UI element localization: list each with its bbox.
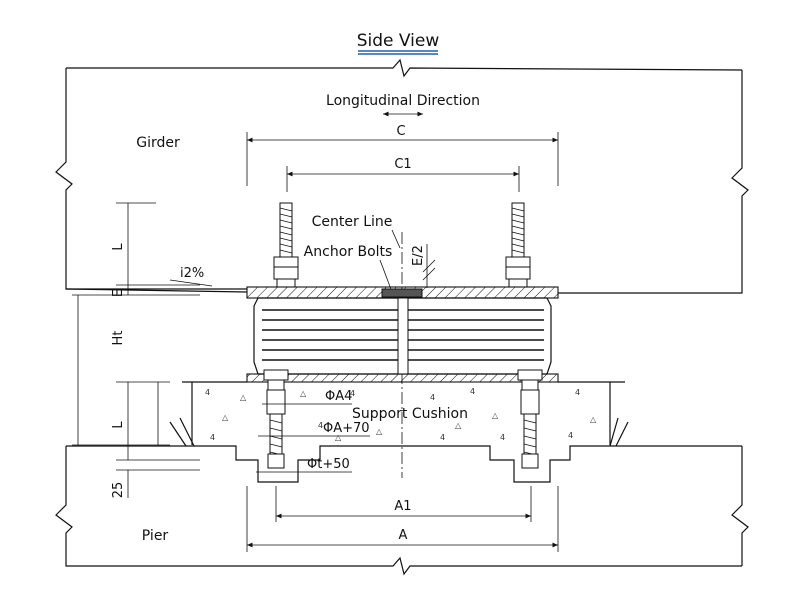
- girder-label: Girder: [136, 135, 180, 151]
- dim-e-half-label: E/2: [411, 245, 426, 266]
- dim-l-bottom-label: L: [111, 421, 126, 429]
- girder-outline: [55, 58, 749, 294]
- support-cushion: [169, 381, 629, 447]
- dim-phi-t50-label: Φt+50: [307, 457, 350, 472]
- svg-text:4: 4: [568, 431, 573, 440]
- left-dimension-lines: [72, 202, 200, 498]
- svg-text:△: △: [590, 415, 597, 424]
- svg-text:△: △: [492, 411, 499, 420]
- dim-c-label: C: [396, 124, 405, 139]
- svg-text:4: 4: [440, 433, 445, 442]
- dim-a1-label: A1: [394, 499, 411, 514]
- svg-text:△: △: [240, 393, 247, 402]
- svg-text:4: 4: [210, 433, 215, 442]
- concrete-aggregate-marks: 4 △ 4 △ 4 4 △ 4 △ 4 △ 4 △ 4 △ 4 4 △: [205, 387, 597, 442]
- top-right-anchor-bolt: [505, 202, 531, 288]
- dim-e-label: E: [111, 289, 126, 297]
- diagram-title: Side View: [357, 31, 440, 51]
- svg-text:4: 4: [430, 393, 435, 402]
- svg-text:4: 4: [500, 433, 505, 442]
- svg-text:4: 4: [318, 421, 323, 430]
- svg-text:4: 4: [350, 389, 355, 398]
- svg-text:△: △: [455, 421, 462, 430]
- dim-phi-a4-label: ΦA4: [325, 389, 352, 404]
- bottom-right-anchor-bolt: [517, 369, 543, 469]
- dimension-a1: [275, 486, 532, 522]
- dim-25-label: 25: [111, 482, 126, 499]
- top-left-anchor-bolt: [273, 202, 299, 288]
- dim-a-label: A: [399, 528, 408, 543]
- slope-label: i2%: [180, 266, 204, 281]
- svg-text:4: 4: [205, 388, 210, 397]
- center-pin: [397, 297, 409, 375]
- svg-text:△: △: [376, 427, 383, 436]
- longitudinal-direction-label: Longitudinal Direction: [326, 93, 480, 109]
- bottom-left-anchor-bolt: [263, 369, 289, 469]
- center-line-label: Center Line: [312, 214, 393, 230]
- svg-text:4: 4: [575, 388, 580, 397]
- anchor-bolts-label: Anchor Bolts: [304, 244, 393, 260]
- dim-phi-a70-label: ΦA+70: [323, 421, 370, 436]
- pier-outline: [55, 445, 749, 576]
- dim-c1-label: C1: [394, 157, 411, 172]
- svg-text:4: 4: [470, 387, 475, 396]
- dimension-c: [246, 132, 559, 186]
- dim-ht-label: Ht: [111, 331, 126, 346]
- steel-shim-layers: [262, 309, 544, 361]
- svg-text:△: △: [335, 433, 342, 442]
- pier-label: Pier: [142, 528, 169, 544]
- dim-l-top-label: L: [111, 243, 126, 251]
- bottom-plate: [246, 373, 559, 383]
- support-cushion-label: Support Cushion: [352, 406, 468, 422]
- dimension-c1: [286, 166, 520, 192]
- dimension-a: [246, 486, 559, 552]
- center-shear-key: [381, 288, 423, 298]
- svg-text:△: △: [222, 413, 229, 422]
- svg-text:△: △: [300, 389, 307, 398]
